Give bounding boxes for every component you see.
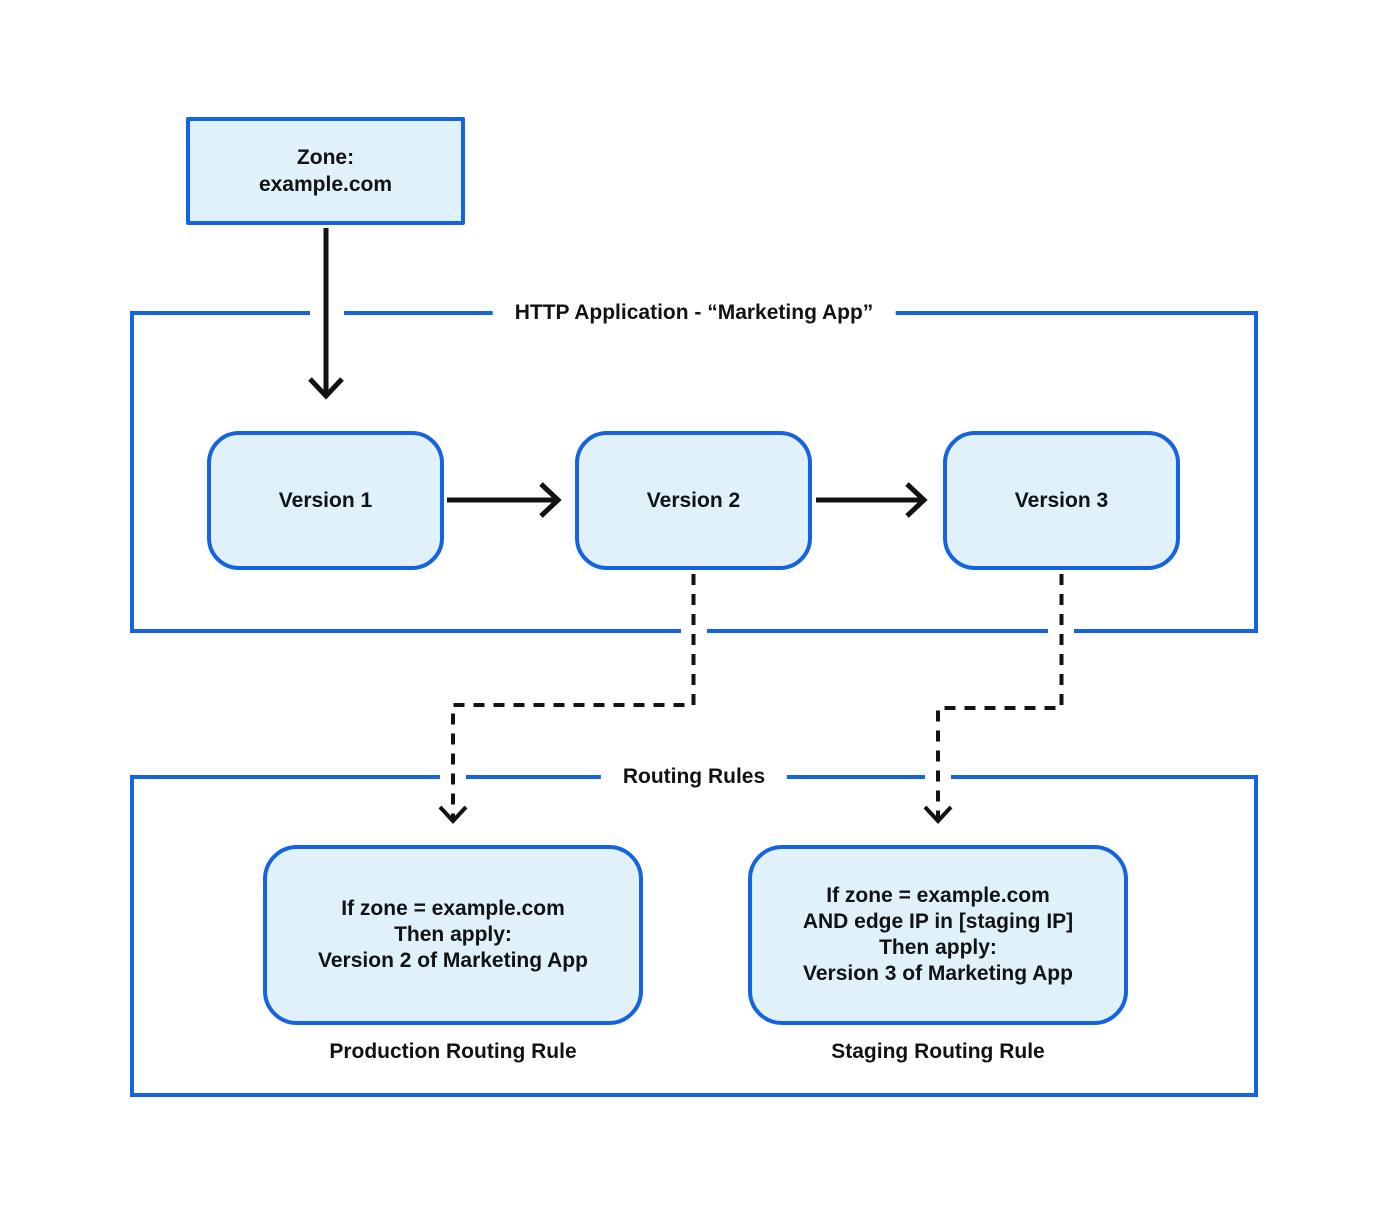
production-rule-caption: Production Routing Rule	[329, 1040, 577, 1063]
staging-rule-line2: AND edge IP in [staging IP]	[802, 910, 1074, 933]
version-3-label: Version 3	[1014, 489, 1109, 512]
production-rule-line2: Then apply:	[394, 923, 512, 946]
staging-rule-line4: Version 3 of Marketing App	[803, 962, 1073, 985]
version-3-box: Version 3	[943, 431, 1180, 570]
production-rule-box: If zone = example.com Then apply: Versio…	[263, 845, 643, 1025]
version-1-box: Version 1	[207, 431, 444, 570]
version-2-box: Version 2	[575, 431, 812, 570]
production-rule-line1: If zone = example.com	[341, 897, 565, 920]
staging-rule-line3: Then apply:	[879, 936, 997, 959]
staging-rule-box: If zone = example.com AND edge IP in [st…	[748, 845, 1128, 1025]
http-application-title: HTTP Application - “Marketing App”	[492, 299, 896, 327]
zone-label-line1: Zone:	[296, 146, 355, 169]
zone-box: Zone: example.com	[186, 117, 465, 225]
zone-label-line2: example.com	[258, 173, 393, 196]
version-1-label: Version 1	[278, 489, 373, 512]
routing-rules-title: Routing Rules	[600, 763, 788, 791]
staging-rule-line1: If zone = example.com	[826, 884, 1050, 907]
version-2-label: Version 2	[646, 489, 741, 512]
staging-rule-caption: Staging Routing Rule	[831, 1040, 1045, 1063]
production-rule-line3: Version 2 of Marketing App	[318, 949, 588, 972]
